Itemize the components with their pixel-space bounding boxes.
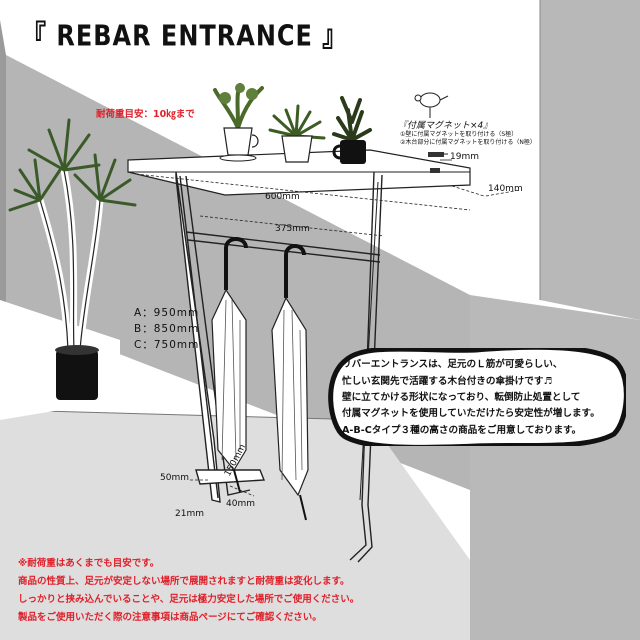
magnet-note-1: ①壁に付属マグネットを取り付ける（S極） [400,131,518,138]
note-line-4: 製品をご使用いただく際の注意事項は商品ページにてご確認ください。 [18,612,322,623]
load-capacity-label: 耐荷重目安：10㎏まで [96,109,195,120]
magnet-icon [428,152,448,173]
thickness-dimension: 19mm [450,152,479,162]
callout-bubble [328,348,626,446]
bird-icon [414,92,449,118]
foot-small-dimension: 21mm [175,509,204,519]
umbrella-icon [211,237,248,493]
callout-line-5: A-B-Cタイプ３種の高さの商品をご用意しております。 [342,425,582,436]
height-a: A：950mm [134,307,200,319]
plant-pot-icon [56,350,98,400]
width-dimension: 600mm [265,192,300,202]
height-b: B：850mm [134,323,200,335]
callout-line-4: 付属マグネットを使用していただけたら安定性が増します。 [342,408,600,419]
callout-line-2: 忙しい玄関先で活躍する木台付きの傘掛けです♬ [342,376,553,387]
foot-width-dimension: 40mm [226,499,255,509]
note-line-1: ※耐荷重はあくまでも目安です。 [18,558,160,569]
floor [0,410,470,640]
foot-height-dimension: 50mm [160,473,189,483]
right-wall [540,0,640,320]
umbrella-icon [271,244,309,521]
page-title: 『 REBAR ENTRANCE 』 [22,19,348,53]
dimension-lines [135,173,521,497]
height-c: C：750mm [134,339,200,351]
magnet-note-2: ②木台部分に付属マグネットを取り付ける（N極） [400,139,536,146]
plant-pot-icon [213,83,264,162]
mug-icon [332,96,372,164]
bar-width-dimension: 375mm [275,224,310,234]
callout-line-1: リバーエントランスは、足元のＬ筋が可愛らしい、 [342,359,563,370]
dracaena-plant-icon [8,118,137,400]
magnet-title: 『付属マグネット×4』 [398,121,493,131]
callout-line-3: 壁に立てかける形状になっており、転倒防止処置として [342,392,581,403]
rebar-frame [175,171,383,563]
back-wall [6,55,640,640]
note-line-2: 商品の性質上、足元が安定しない場所で展開されますと耐荷重は変化します。 [18,576,350,587]
plant-pot-icon [268,104,326,163]
note-line-3: しっかりと挟み込んでいることや、足元は極力安定した場所でご使用ください。 [18,594,360,605]
depth-dimension: 140mm [488,184,523,194]
